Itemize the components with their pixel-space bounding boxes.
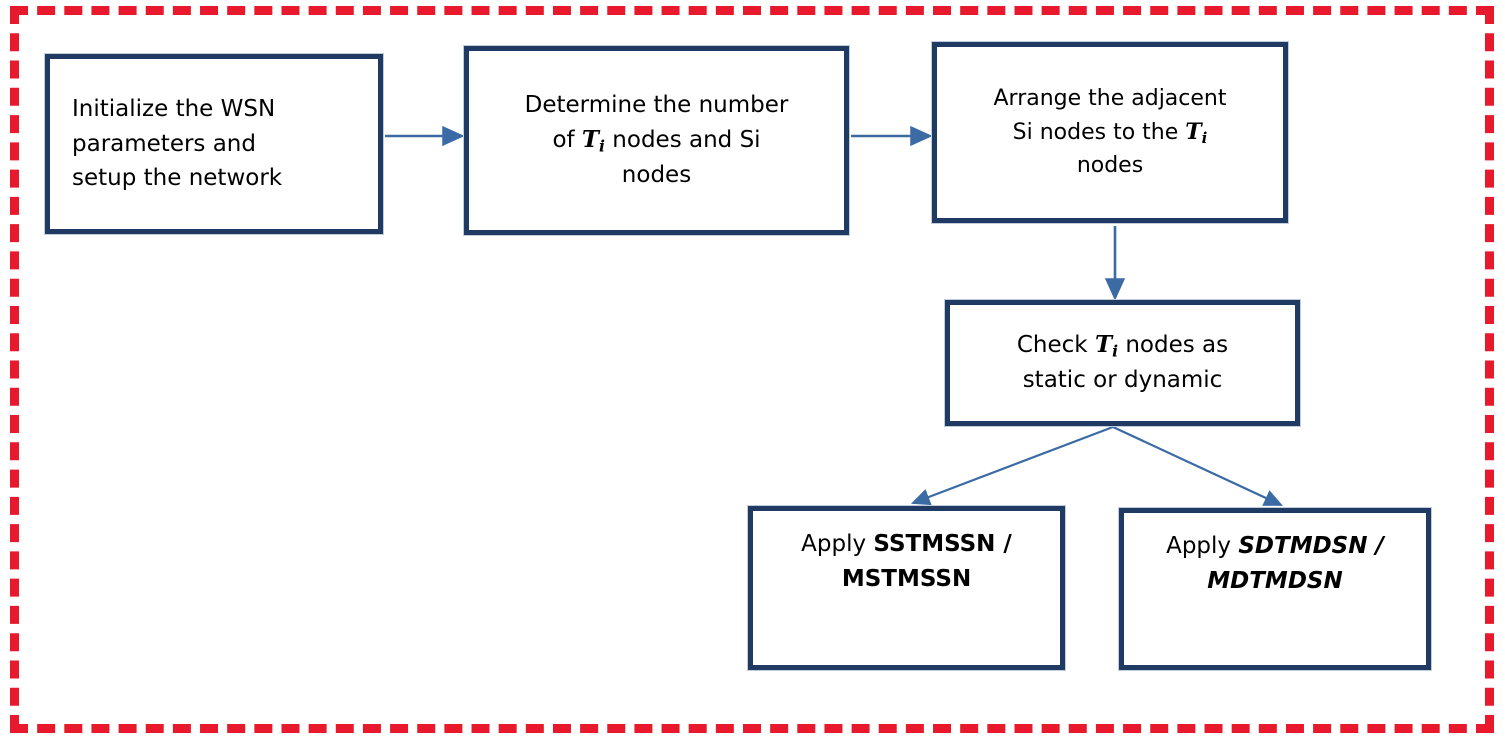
variable-t-letter: T [1185, 118, 1202, 145]
node-initialize-line-2: parameters and [72, 130, 256, 157]
node-apply-static-acronym-1: SSTMSSN / [873, 531, 1012, 557]
node-apply-static-text: Apply SSTMSSN / MSTMSSN [753, 511, 1060, 597]
node-arrange-line-2-prefix: Si nodes to the [1012, 119, 1186, 145]
node-initialize-line-3: setup the network [72, 165, 283, 192]
node-initialize-line-1: Initialize the WSN [72, 95, 276, 122]
node-apply-dynamic-acronym-2: MDTMDSN [1207, 567, 1343, 594]
variable-t-subscript-i: Ti [1185, 118, 1208, 147]
node-arrange-adjacent-nodes[interactable]: Arrange the adjacent Si nodes to the Ti … [932, 42, 1288, 223]
node-check-text: Check Ti nodes as static or dynamic [950, 328, 1295, 398]
variable-t-letter: T [1094, 330, 1113, 358]
variable-t-subscript: i [599, 136, 605, 156]
variable-t-subscript: i [1112, 341, 1119, 361]
variable-t-subscript: i [1201, 128, 1208, 147]
node-determine-line-2-suffix: nodes and Si [604, 126, 761, 153]
node-determine-node-count[interactable]: Determine the number of Ti nodes and Si … [464, 46, 849, 235]
node-apply-dynamic-acronym-1: SDTMDSN / [1238, 533, 1384, 559]
node-apply-dynamic-prefix: Apply [1166, 533, 1239, 559]
node-initialize-text: Initialize the WSN parameters and setup … [50, 92, 378, 197]
node-initialize-wsn[interactable]: Initialize the WSN parameters and setup … [45, 54, 383, 234]
node-check-line-1-suffix: nodes as [1118, 331, 1229, 358]
variable-t-subscript-i: Ti [1094, 330, 1119, 361]
node-check-static-or-dynamic[interactable]: Check Ti nodes as static or dynamic [945, 300, 1300, 426]
node-determine-text: Determine the number of Ti nodes and Si … [469, 88, 844, 193]
node-apply-dynamic-protocols[interactable]: Apply SDTMDSN / MDTMDSN [1119, 508, 1431, 670]
node-apply-static-prefix: Apply [801, 531, 874, 557]
node-determine-line-1: Determine the number [524, 91, 789, 118]
node-determine-line-2-prefix: of [552, 126, 582, 153]
node-determine-line-3: nodes [621, 162, 692, 189]
node-arrange-line-1: Arrange the adjacent [993, 86, 1227, 112]
variable-t-subscript-i: Ti [581, 125, 605, 156]
variable-t-letter: T [581, 125, 600, 153]
red-dashed-border-frame [10, 6, 1494, 733]
node-check-line-1-prefix: Check [1016, 331, 1095, 358]
node-apply-static-acronym-2: MSTMSSN [841, 565, 972, 592]
node-arrange-line-3: nodes [1076, 153, 1144, 179]
node-apply-static-protocols[interactable]: Apply SSTMSSN / MSTMSSN [748, 506, 1065, 670]
node-check-line-2: static or dynamic [1022, 367, 1223, 394]
node-apply-dynamic-text: Apply SDTMDSN / MDTMDSN [1124, 513, 1426, 599]
node-arrange-text: Arrange the adjacent Si nodes to the Ti … [937, 82, 1283, 183]
